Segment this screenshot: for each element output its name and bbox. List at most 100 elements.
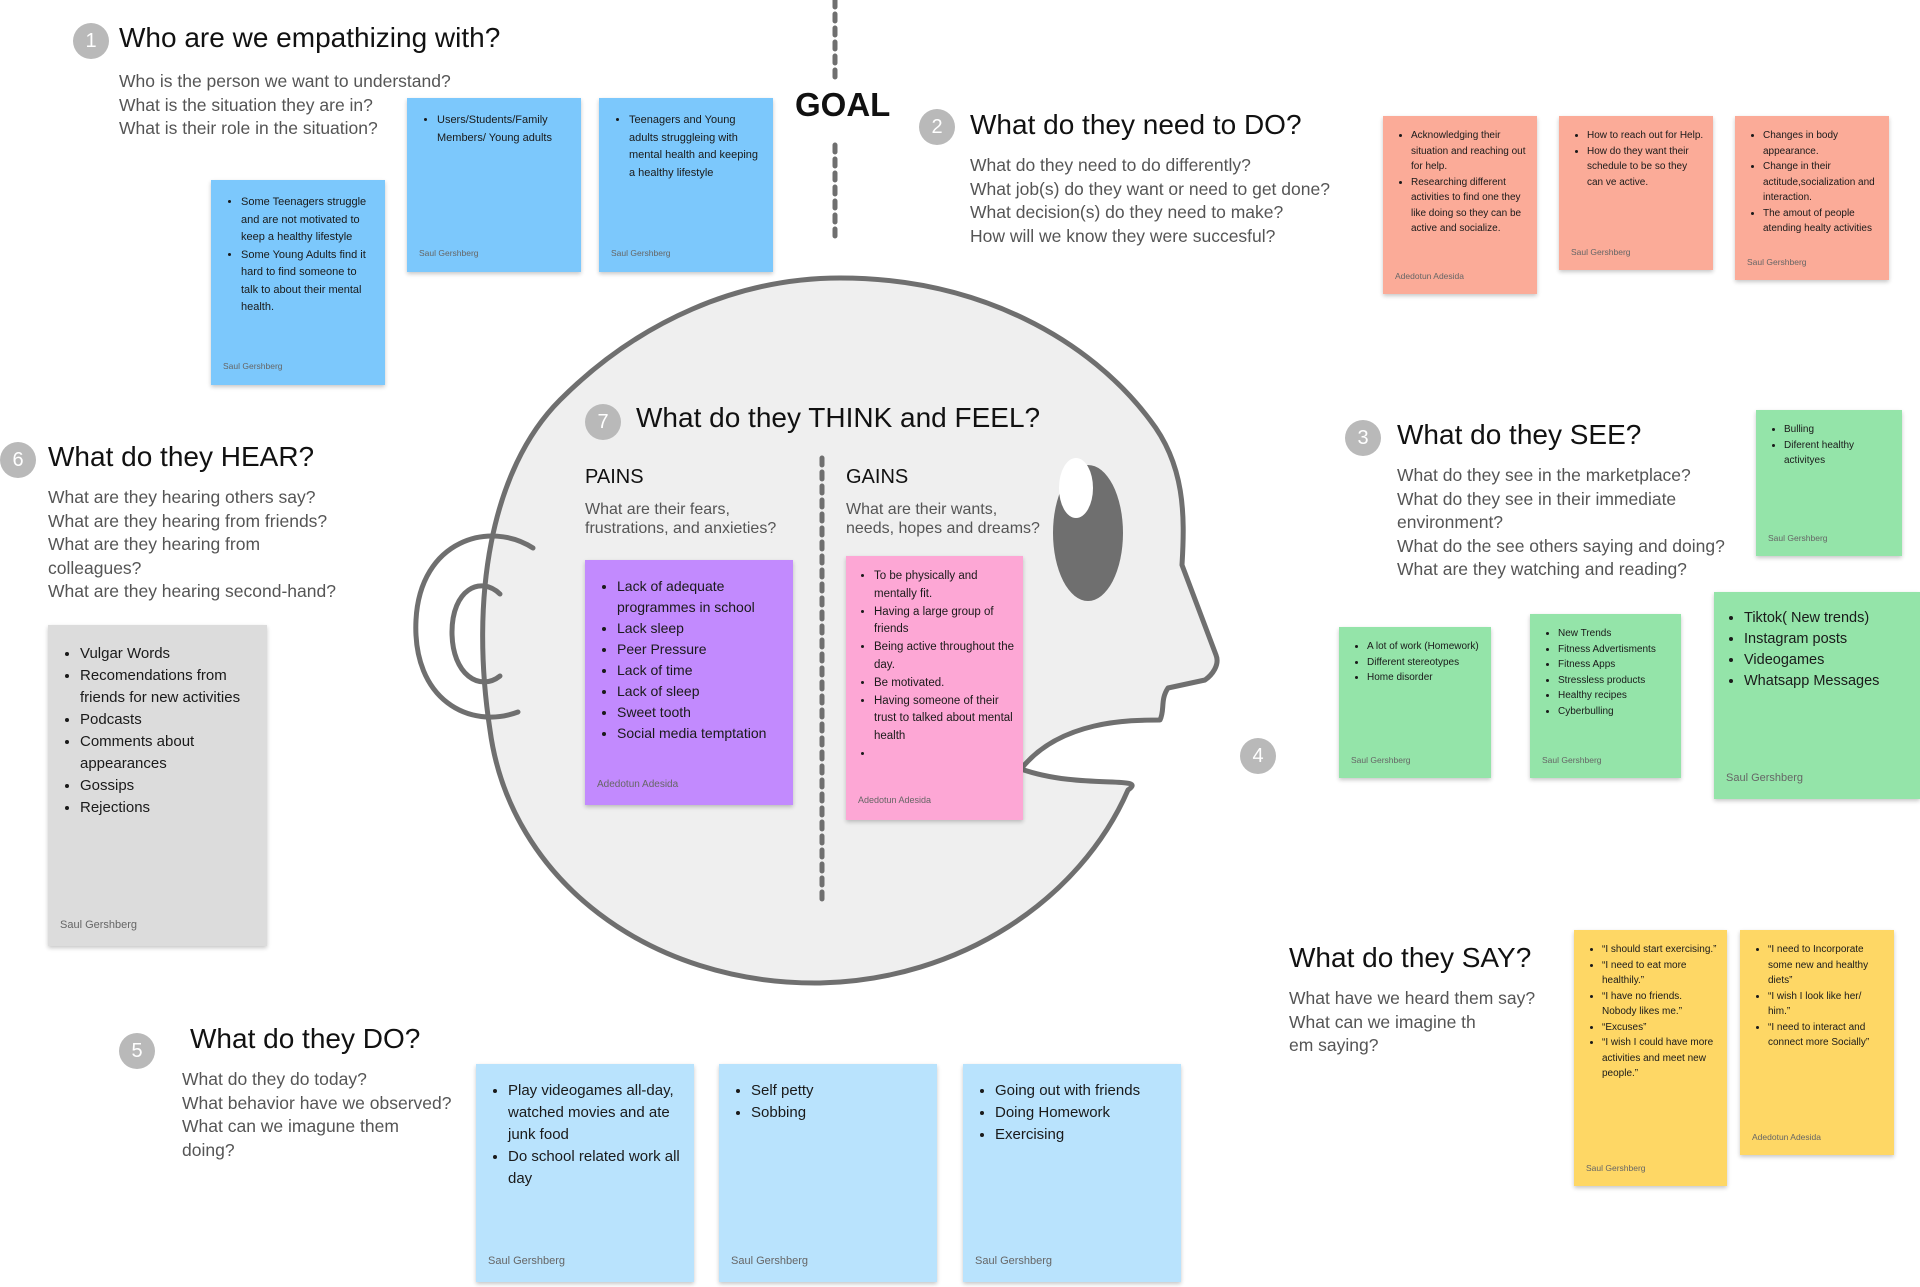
question: What is the situation they are in? [119,94,373,115]
question: What do they do today? [182,1069,367,1089]
note-author: Adedotun Adesida [597,779,679,790]
sticky-note[interactable]: Tiktok( New trends) Instagram posts Vide… [1714,592,1920,799]
question: What do they need to do differently? [970,155,1251,175]
question: What are they hearing from [48,534,261,554]
sticky-note[interactable]: How to reach out for Help. How do they w… [1559,116,1713,270]
section-7-title: What do they THINK and FEEL? [636,402,1041,433]
section-1-questions: Who is the person we want to understand?… [119,70,451,141]
question: What are they watching and reading? [1397,559,1687,579]
note-item: Teenagers and Young adults struggleing w… [629,112,763,182]
note-author: Saul Gershberg [611,247,671,258]
sticky-note[interactable]: Acknowledging their situation and reachi… [1383,116,1537,294]
note-item: Lack of sleep [617,681,783,702]
note-item: Social media temptation [617,723,783,744]
note-item: Acknowledging their situation and reachi… [1411,128,1529,175]
sticky-note[interactable]: Vulgar Words Recomendations from friends… [48,625,267,946]
note-item: “I need to Incorporate some new and heal… [1768,942,1886,989]
section-3-badge: 3 [1345,420,1381,456]
note-author: Saul Gershberg [731,1255,809,1267]
sticky-note[interactable]: Teenagers and Young adults struggleing w… [599,98,773,272]
note-item: Sweet tooth [617,702,783,723]
sticky-note[interactable]: Some Teenagers struggle and are not moti… [211,180,385,385]
note-item: Having someone of their trust to talked … [874,693,1015,746]
question: What do they see in their immediate [1397,488,1677,509]
note-item: Rejections [80,797,255,819]
gains-sticky-note[interactable]: To be physically and mentally fit. Havin… [846,556,1023,820]
eye-highlight [1059,458,1093,518]
note-item: Healthy recipes [1558,688,1673,704]
note-item: Different stereotypes [1367,655,1483,671]
note-item: Doing Homework [995,1102,1169,1124]
note-item: Lack sleep [617,618,783,639]
sticky-note[interactable]: “I need to Incorporate some new and heal… [1740,930,1894,1155]
note-item: Gossips [80,775,255,797]
note-item: Recomendations from friends for new acti… [80,665,255,709]
sticky-note[interactable]: Going out with friends Doing Homework Ex… [963,1064,1181,1282]
note-item: Researching different activities to find… [1411,175,1529,237]
note-item: “I need to interact and connect more Soc… [1768,1020,1886,1051]
note-item: Bulling [1784,422,1894,438]
sticky-note[interactable]: “I should start exercising.” “I need to … [1574,930,1727,1186]
question: What are their fears, [585,501,730,518]
question: What decision(s) do they need to make? [970,202,1284,222]
question: What are their wants, [846,501,998,518]
note-item: Being active throughout the day. [874,639,1015,675]
section-6-badge: 6 [0,442,36,478]
note-author: Saul Gershberg [1747,256,1807,267]
pains-heading: PAINS [585,466,644,488]
note-item: Play videogames all-day, watched movies … [508,1080,682,1146]
section-7-badge: 7 [585,404,621,440]
note-author: Saul Gershberg [1351,754,1411,765]
sticky-note[interactable]: A lot of work (Homework) Different stere… [1339,627,1491,778]
note-item: Podcasts [80,709,255,731]
note-item: To be physically and mentally fit. [874,568,1015,604]
note-author: Saul Gershberg [488,1255,566,1267]
note-author: Saul Gershberg [419,247,479,258]
question: What is their role in the situation? [119,118,378,138]
note-item: The amout of people atending healty acti… [1763,206,1881,237]
note-item: Change in their actitude,socialization a… [1763,159,1881,206]
pains-sticky-note[interactable]: Lack of adequate programmes in school La… [585,560,793,805]
sticky-note[interactable]: New Trends Fitness Advertisments Fitness… [1530,614,1681,778]
note-item: Users/Students/Family Members/ Young adu… [437,112,571,147]
section-5-badge: 5 [119,1033,155,1069]
question: needs, hopes and dreams? [846,520,1040,537]
sticky-note[interactable]: Bulling Diferent healthy activityes Saul… [1756,410,1902,556]
question: What do they see in the marketplace? [1397,465,1691,485]
note-item [874,746,1015,764]
gains-heading: GAINS [846,466,909,488]
note-item: Going out with friends [995,1080,1169,1102]
note-item: How to reach out for Help. [1587,128,1705,144]
question: colleagues? [48,557,142,578]
note-item: “I have no friends. Nobody likes me.” [1602,989,1719,1020]
note-author: Saul Gershberg [1542,754,1602,765]
note-item: Having a large group of friends [874,604,1015,640]
note-item: Sobbing [751,1102,925,1124]
section-6-questions: What are they hearing others say? What a… [48,486,336,604]
note-item: Tiktok( New trends) [1744,608,1910,629]
sticky-note[interactable]: Changes in body appearance. Change in th… [1735,116,1889,280]
note-item: Home disorder [1367,670,1483,686]
note-item: Whatsapp Messages [1744,671,1910,692]
section-3-title: What do they SEE? [1397,419,1642,450]
question: environment? [1397,512,1504,532]
sticky-note[interactable]: Play videogames all-day, watched movies … [476,1064,694,1282]
question: What are they hearing second-hand? [48,581,336,601]
inner-ear-shape [449,583,503,685]
question: What can we imagine th [1289,1011,1476,1032]
note-item: “I need to eat more healthily.” [1602,958,1719,989]
question: Who is the person we want to understand? [119,71,451,91]
question: What have we heard them say? [1289,988,1536,1008]
question: How will we know they were succesful? [970,225,1276,246]
section-4-title: What do they SAY? [1289,942,1532,973]
section-6-title: What do they HEAR? [48,441,315,472]
note-author: Adedotun Adesida [858,795,932,806]
question: What behavior have we observed? [182,1092,452,1113]
note-item: Lack of adequate programmes in school [617,576,783,618]
sticky-note[interactable]: Self petty Sobbing Saul Gershberg [719,1064,937,1282]
sticky-note[interactable]: Users/Students/Family Members/ Young adu… [407,98,581,272]
note-item: “I wish I could have more activities and… [1602,1035,1719,1082]
note-item: Be motivated. [874,675,1015,693]
note-item: Vulgar Words [80,643,255,665]
note-item: Do school related work all day [508,1146,682,1190]
